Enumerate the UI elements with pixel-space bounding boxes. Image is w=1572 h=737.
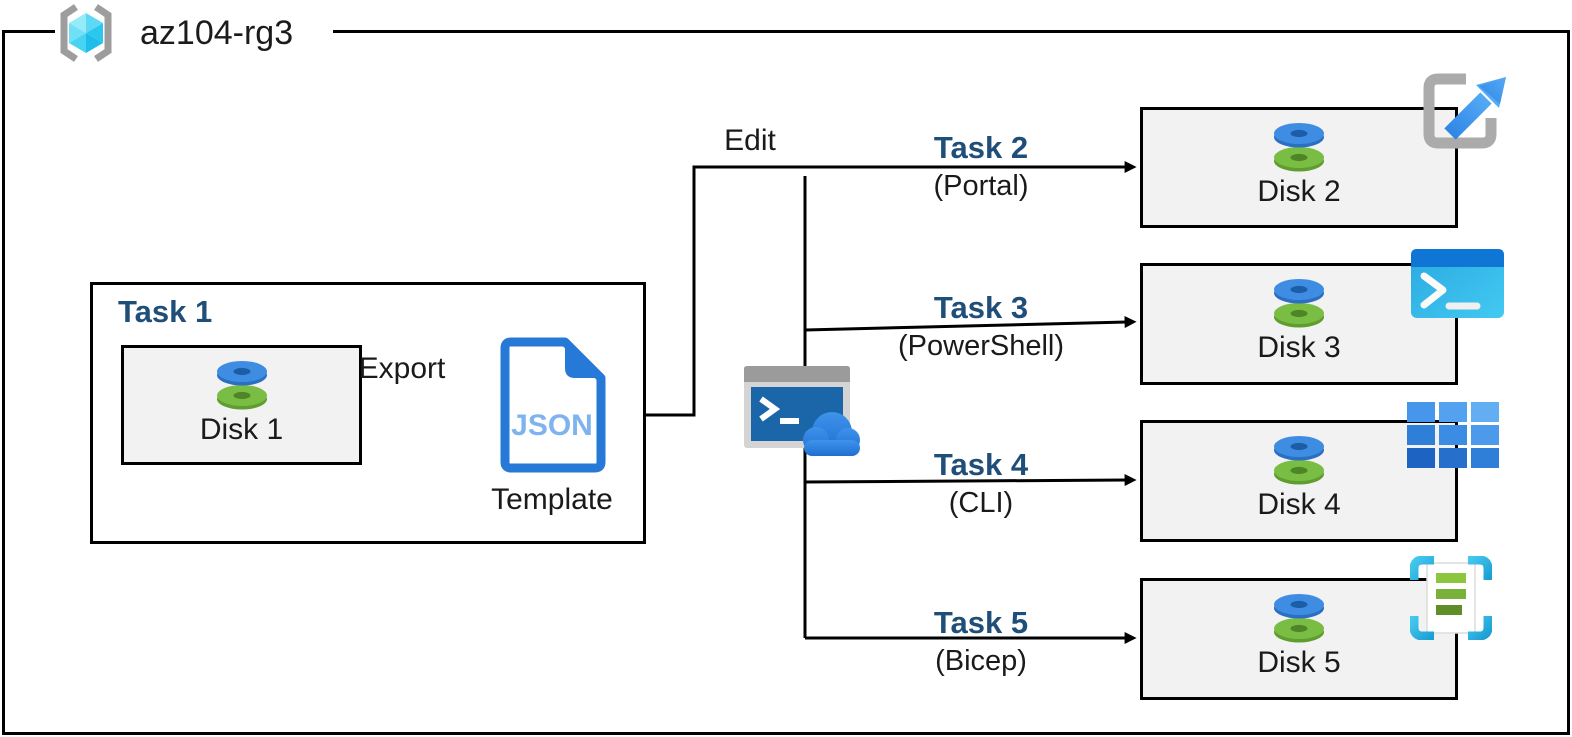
edit-label: Edit [724,124,776,157]
task4-title: Task 4 [933,447,1029,482]
disk4-label: Disk 4 [1257,488,1341,521]
managed-disk-icon [1274,436,1324,485]
export-label: Export [358,352,446,385]
task3-arrow [804,316,1137,332]
disk2-label: Disk 2 [1257,175,1341,208]
resource-group-icon [60,4,112,62]
task3-method: (PowerShell) [898,330,1064,362]
disk1-label: Disk 1 [199,413,284,446]
task1-title: Task 1 [118,294,213,329]
title-background-patch [55,25,333,37]
task3-title: Task 3 [933,290,1029,325]
task2-title: Task 2 [933,130,1029,165]
azure-cli-icon [1407,402,1499,468]
json-template-icon: JSON [500,337,606,473]
cloud-shell-icon [744,366,860,456]
resource-group-name: az104-rg3 [140,14,294,52]
task4-arrow [804,474,1137,487]
disk1-box: Disk 1 [121,345,362,465]
disk3-label: Disk 3 [1257,331,1341,364]
cloud-shape [803,412,860,456]
managed-disk-icon [1274,123,1324,172]
json-badge: JSON [511,409,593,442]
resource-group-border [2,30,1570,735]
bicep-template-icon [1410,556,1492,640]
task2-method: (Portal) [933,170,1029,202]
powershell-icon [1411,249,1504,318]
task4-method: (CLI) [948,487,1014,519]
task5-title: Task 5 [933,605,1029,640]
edit-connector-task2-arrow [645,161,1137,417]
azure-portal-icon [1423,73,1506,149]
disk3-box: Disk 3 [1140,263,1458,385]
disk5-box: Disk 5 [1140,578,1458,700]
managed-disk-icon [1274,279,1324,328]
disk2-box: Disk 2 [1140,107,1458,228]
template-caption: Template [491,483,613,516]
managed-disk-icon [216,361,267,410]
disk4-box: Disk 4 [1140,420,1458,542]
managed-disk-icon [1274,594,1324,643]
task5-method: (Bicep) [935,645,1027,677]
disk5-label: Disk 5 [1257,646,1341,679]
